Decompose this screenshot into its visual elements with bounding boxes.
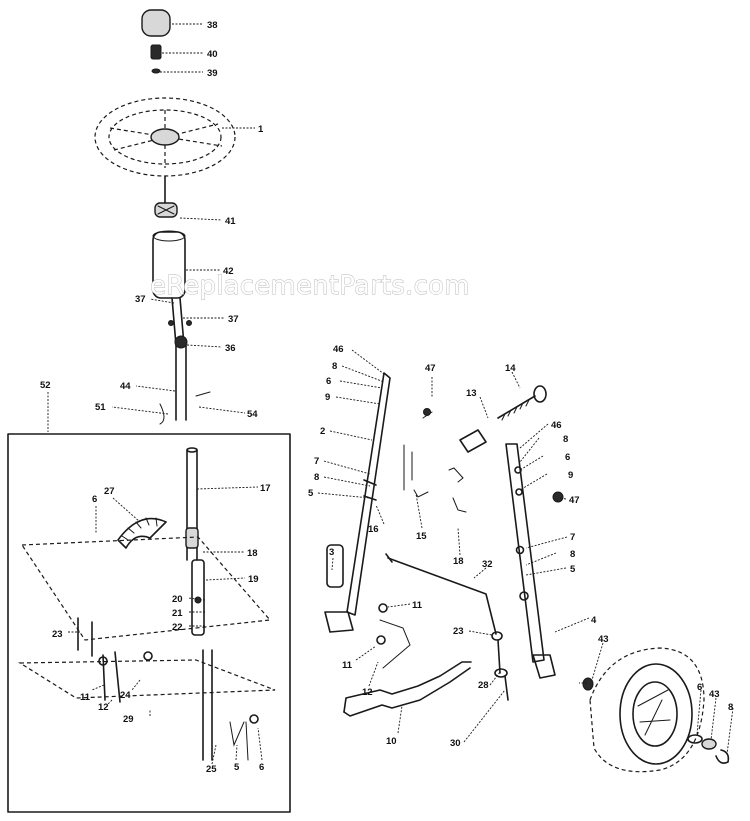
callout-44: 44 (120, 381, 131, 392)
cotter-parts (229, 714, 259, 761)
right-spindle-arm (505, 443, 564, 679)
callout-12-center: 12 (362, 687, 373, 698)
watermark: eReplacementParts.com (150, 271, 470, 301)
wheel-hardware (582, 677, 730, 764)
callout-21: 21 (172, 608, 183, 619)
pivot-bolt-25 (202, 649, 213, 761)
callout-30: 30 (450, 738, 461, 749)
callout-8-left-b: 8 (314, 472, 319, 483)
steering-adapter (154, 202, 178, 218)
sector-gear (117, 517, 167, 549)
callout-22: 22 (172, 622, 183, 633)
callout-36: 36 (225, 343, 236, 354)
drag-link (343, 603, 472, 717)
callout-10: 10 (386, 736, 397, 747)
callout-5-left: 5 (308, 488, 314, 499)
callout-25: 25 (206, 764, 217, 775)
callout-11-center: 11 (342, 660, 353, 671)
gear-shaft-bolts (77, 617, 153, 703)
callout-17: 17 (260, 483, 271, 494)
steering-gear-shaft (185, 447, 205, 636)
callout-labels: 38 40 39 1 41 42 37 37 36 44 51 54 52 17… (40, 20, 733, 775)
assembly-box (7, 433, 291, 813)
leader-lines (47, 23, 734, 765)
callout-18-box: 18 (247, 548, 258, 559)
callout-52: 52 (40, 380, 51, 391)
callout-6-box-right: 6 (259, 762, 264, 773)
callout-6-left: 6 (326, 376, 331, 387)
callout-43-lower: 43 (709, 689, 720, 700)
callout-5-right: 5 (570, 564, 576, 575)
callout-9-left: 9 (325, 392, 330, 403)
callout-51: 51 (95, 402, 106, 413)
callout-12-box: 12 (98, 702, 109, 713)
callout-20: 20 (172, 594, 183, 605)
callout-7-left: 7 (314, 456, 319, 467)
steering-wheel (94, 97, 236, 177)
callout-28: 28 (478, 680, 489, 691)
callout-5-box: 5 (234, 762, 240, 773)
callout-4: 4 (591, 615, 597, 626)
callout-43-upper: 43 (598, 634, 609, 645)
callout-3: 3 (329, 547, 334, 558)
callout-1: 1 (258, 124, 264, 135)
callout-11-box: 11 (80, 692, 91, 703)
callout-29: 29 (123, 714, 134, 725)
callout-54: 54 (247, 409, 258, 420)
callout-8-right-b: 8 (570, 549, 575, 560)
ball-joint (491, 631, 509, 701)
callout-6-right: 6 (565, 452, 570, 463)
center-bracket-parts (403, 408, 487, 513)
callout-27: 27 (104, 486, 115, 497)
callout-14: 14 (505, 363, 516, 374)
callout-37-right: 37 (228, 314, 239, 325)
callout-46-right: 46 (551, 420, 562, 431)
callout-47-left: 47 (425, 363, 436, 374)
steering-shaft-lower (159, 297, 211, 425)
callout-32: 32 (482, 559, 493, 570)
steering-washer (151, 68, 161, 74)
callout-8-wheel: 8 (728, 702, 733, 713)
callout-7-right: 7 (570, 532, 575, 543)
callout-8-left-a: 8 (332, 361, 337, 372)
callout-40: 40 (207, 49, 218, 60)
callout-15: 15 (416, 531, 427, 542)
callout-11-center-top: 11 (412, 600, 423, 611)
steering-gear-plate (17, 536, 276, 699)
steering-column-sleeve (152, 230, 186, 299)
tie-rod (385, 553, 497, 635)
callout-38: 38 (207, 20, 218, 31)
wheel-tire (589, 647, 705, 773)
callout-41: 41 (225, 216, 236, 227)
callout-23-center: 23 (453, 626, 464, 637)
callout-46-left: 46 (333, 344, 344, 355)
callout-8-right-a: 8 (563, 434, 568, 445)
callout-24: 24 (120, 690, 131, 701)
callout-37-left: 37 (135, 294, 146, 305)
callout-19: 19 (248, 574, 259, 585)
callout-6-box: 6 (92, 494, 97, 505)
callout-42: 42 (223, 266, 234, 277)
callout-18-center: 18 (453, 556, 464, 567)
left-spindle-arm (324, 372, 391, 633)
steering-cap (141, 9, 171, 37)
callout-2: 2 (320, 426, 325, 437)
callout-23-box: 23 (52, 629, 63, 640)
steering-cap-bolt (150, 44, 162, 60)
callout-13: 13 (466, 388, 477, 399)
callout-6-wheel: 6 (697, 682, 702, 693)
callout-16: 16 (368, 524, 379, 535)
callout-39: 39 (207, 68, 218, 79)
axle-bolt-14 (497, 385, 547, 421)
callout-9-right: 9 (568, 470, 573, 481)
callout-47-right: 47 (569, 495, 580, 506)
